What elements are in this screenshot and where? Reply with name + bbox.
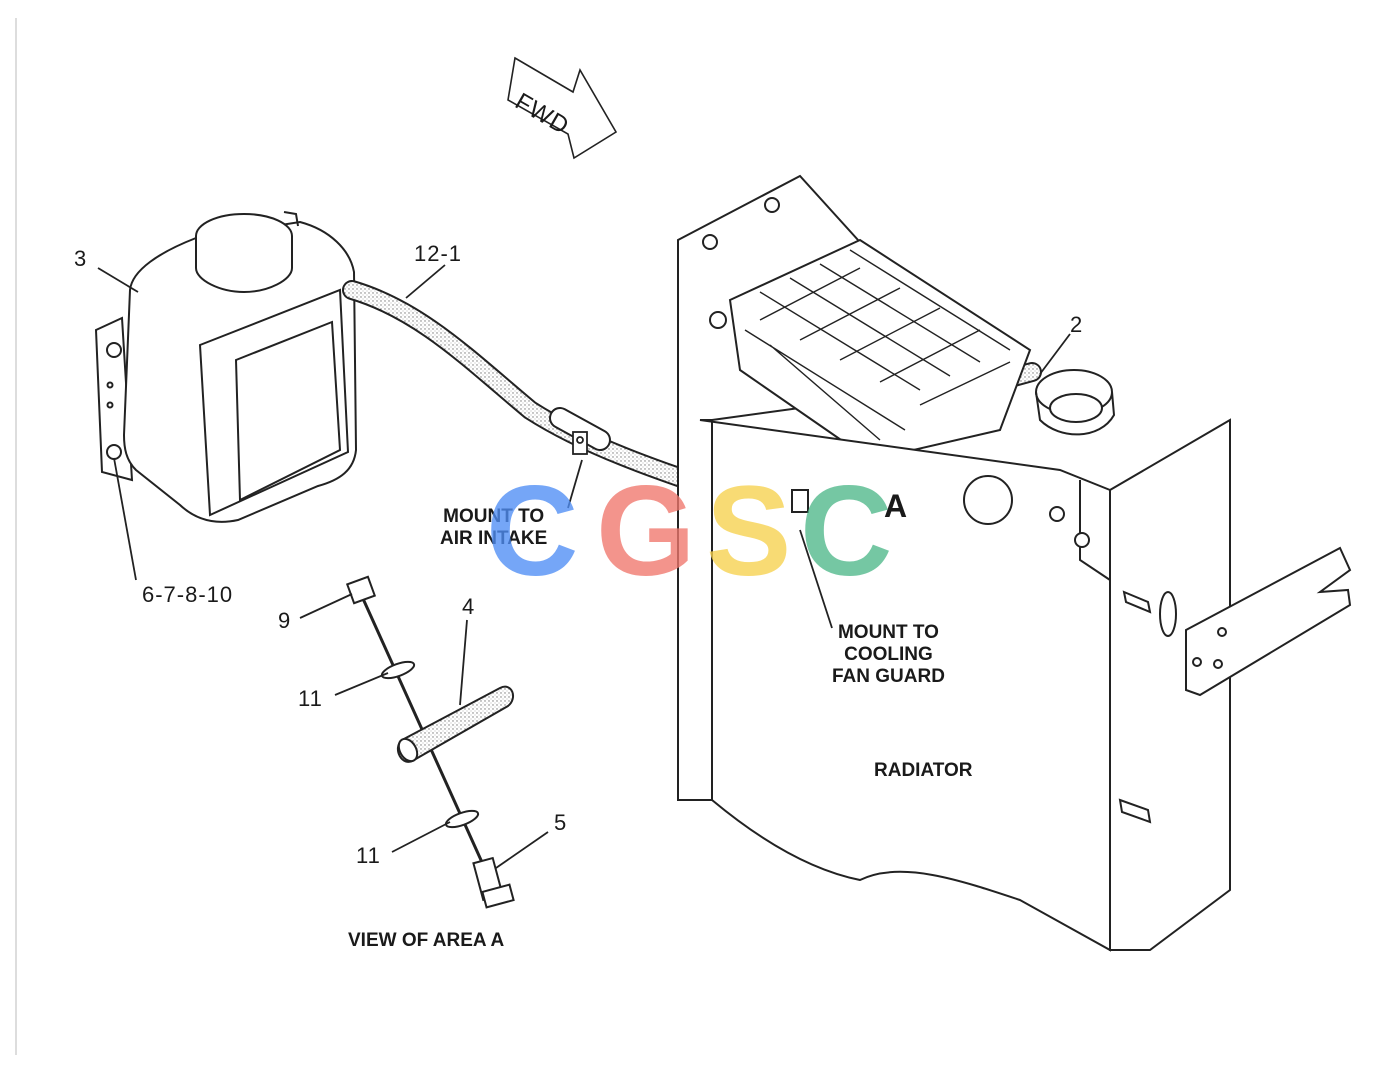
callout-3: 3 (74, 246, 88, 271)
callout-9: 9 (278, 608, 292, 633)
callout-11-lower: 11 (356, 843, 381, 868)
note-mount-air-line2: AIR INTAKE (440, 528, 548, 549)
callout-6-7-8-10: 6-7-8-10 (142, 582, 234, 607)
leader-lines (97, 264, 1071, 869)
callout-5: 5 (554, 810, 568, 835)
coolant-reservoir-tank (94, 211, 358, 523)
watermark-letter-2: G (596, 460, 696, 603)
forward-arrow-icon (507, 56, 618, 160)
callout-11-upper: 11 (298, 686, 323, 711)
note-mount-air-line1: MOUNT TO (443, 506, 545, 527)
callout-4: 4 (462, 594, 476, 619)
radiator (677, 174, 1352, 952)
note-mount-fan-line1: MOUNT TO (837, 622, 939, 643)
watermark-letter-3: S (706, 460, 792, 603)
watermark-letter-4: C (800, 460, 893, 603)
note-mount-fan-line2: COOLING (844, 644, 933, 665)
note-mount-fan-line3: FAN GUARD (832, 666, 945, 687)
callout-2: 2 (1070, 312, 1084, 337)
note-mount-fan-guard: MOUNT TO COOLING FAN GUARD (832, 622, 945, 688)
hose-clip (572, 431, 588, 455)
area-a-marker: A (884, 488, 908, 524)
exploded-fasteners (345, 575, 515, 909)
callout-12-1: 12-1 (414, 241, 463, 266)
view-of-area-label: VIEW OF AREA A (348, 930, 505, 951)
watermark-letter-1: C (486, 460, 579, 603)
radiator-label: RADIATOR (874, 760, 973, 781)
note-mount-air-intake: MOUNT TO AIR INTAKE (440, 506, 547, 550)
